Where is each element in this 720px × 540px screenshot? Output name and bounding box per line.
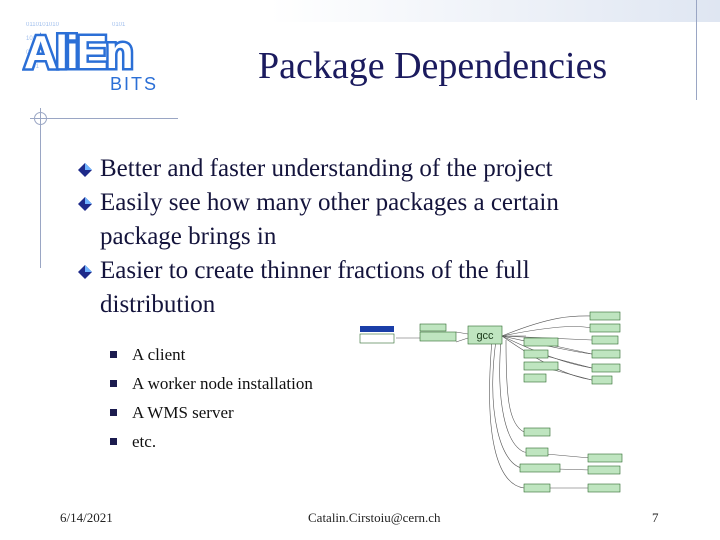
square-bullet-icon	[110, 380, 117, 387]
svg-text:0101: 0101	[112, 22, 126, 28]
sub-bullet-item: A WMS server	[108, 398, 313, 427]
sub-bullet-item: A worker node installation	[108, 369, 313, 398]
sub-bullet-list: A client A worker node installation A WM…	[108, 340, 313, 456]
logo-sub-text: BITS	[110, 74, 158, 94]
graph-center-label: gcc	[476, 330, 494, 342]
slide-title: Package Dependencies	[258, 45, 608, 87]
svg-text:0101: 0101	[26, 50, 40, 56]
square-bullet-icon	[110, 351, 117, 358]
decorative-circle	[34, 112, 47, 125]
bullet-text: Easily see how many other packages a cer…	[100, 189, 559, 250]
bullet-item: Easily see how many other packages a cer…	[78, 186, 638, 254]
diamond-bullet-icon	[78, 197, 92, 211]
bullet-text: Better and faster understanding of the p…	[100, 155, 553, 182]
footer-page-number: 7	[652, 510, 659, 525]
header-gradient-band	[270, 0, 720, 22]
svg-text:0110101010: 0110101010	[26, 22, 60, 28]
square-bullet-icon	[110, 409, 117, 416]
bullet-text: Easier to create thinner fractions of th…	[100, 257, 530, 318]
sub-bullet-item: etc.	[108, 427, 313, 456]
sub-bullet-item: A client	[108, 340, 313, 369]
dependency-graph-image: gcc	[356, 304, 638, 500]
footer-email: Catalin.Cirstoiu@cern.ch	[308, 510, 441, 525]
bullet-list: Better and faster understanding of the p…	[78, 152, 638, 322]
bullet-item: Better and faster understanding of the p…	[78, 152, 638, 186]
diamond-bullet-icon	[78, 265, 92, 279]
decorative-vertical-line	[696, 0, 697, 100]
svg-text:AliEn: AliEn	[24, 26, 132, 78]
decorative-horizontal-line	[30, 118, 178, 119]
square-bullet-icon	[110, 438, 117, 445]
footer-date: 6/14/2021	[60, 510, 113, 525]
decorative-left-line	[40, 108, 41, 268]
diamond-bullet-icon	[78, 163, 92, 177]
bullet-item: Easier to create thinner fractions of th…	[78, 254, 638, 322]
svg-text:1010: 1010	[26, 36, 40, 42]
svg-text:AliEn: AliEn	[24, 26, 132, 78]
svg-text:1101: 1101	[26, 64, 40, 70]
